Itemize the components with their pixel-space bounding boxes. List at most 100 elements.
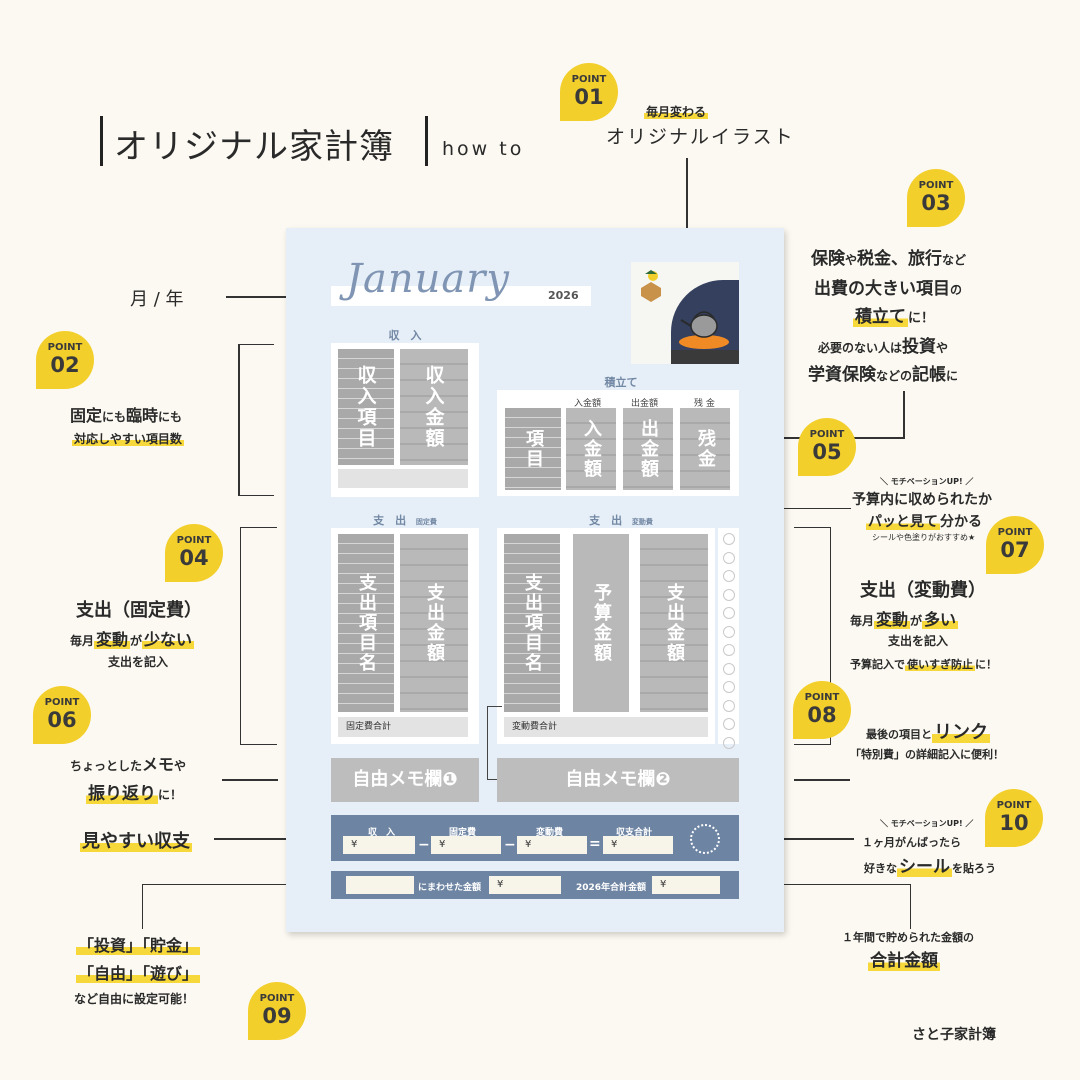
- pvar-line4: 予算記入で使いすぎ防止に！: [850, 658, 997, 671]
- check-circle[interactable]: [723, 736, 735, 749]
- var-amount-col: [640, 534, 708, 712]
- page-title: オリジナル家計簿: [114, 127, 394, 167]
- savings-item-label: 項目: [523, 429, 544, 469]
- p03-line-v: [903, 391, 905, 437]
- pvar-bracket: [794, 527, 831, 745]
- sum-fixed-label: 固定費: [449, 828, 477, 838]
- minus-1: −: [418, 837, 430, 853]
- minus-2: −: [504, 837, 516, 853]
- check-circle[interactable]: [723, 607, 735, 619]
- check-circle[interactable]: [723, 551, 735, 564]
- var-label: 支 出 変動費: [589, 514, 653, 527]
- var-amount-label: 支出金額: [664, 583, 685, 663]
- alloc-label: にまわせた金額: [418, 883, 482, 893]
- sum-total-field[interactable]: ¥: [603, 836, 673, 854]
- memo-1: 自由メモ欄❶: [331, 758, 479, 802]
- sum-var-field[interactable]: ¥: [517, 836, 587, 854]
- page-subtitle: how to: [442, 138, 525, 160]
- p04-line3: 支出を記入: [108, 655, 169, 669]
- memo-2: 自由メモ欄❷: [497, 758, 739, 802]
- monthly-illustration: [631, 262, 739, 364]
- check-circle[interactable]: [723, 662, 735, 675]
- check-circles: [723, 533, 735, 749]
- p09-line3: など自由に設定可能！: [74, 992, 195, 1006]
- fixed-item-label: 支出項目名: [356, 573, 377, 673]
- p09-line1: 「投資」「貯金」: [76, 936, 201, 955]
- sum-income-field[interactable]: ¥: [343, 836, 415, 854]
- income-item-col: [338, 349, 394, 465]
- savings-out-col: [623, 408, 673, 490]
- p04-title: 支出（固定費）: [76, 600, 202, 621]
- p03-line2: 出費の大きい項目の: [814, 279, 963, 299]
- equals: =: [589, 836, 601, 852]
- p08-line2: 「特別費」の詳細記入に便利！: [850, 748, 1004, 761]
- sum-var-label: 変動費: [536, 828, 564, 838]
- sum-fixed-field[interactable]: ¥: [431, 836, 501, 854]
- p10-small: ＼ モチベーションUP! ／: [880, 819, 974, 828]
- check-circle[interactable]: [723, 588, 735, 601]
- title-bar-left: [100, 116, 103, 166]
- var-item-col: [504, 534, 560, 712]
- alloc-amount-field[interactable]: ¥: [489, 876, 561, 894]
- p09-connector: [142, 884, 333, 929]
- savings-rem-label: 残金: [695, 429, 716, 469]
- fixed-label: 支 出 固定費: [373, 514, 437, 527]
- check-circle[interactable]: [723, 644, 735, 656]
- check-circle[interactable]: [723, 570, 735, 582]
- p01-small: 毎月変わる: [644, 105, 709, 119]
- year-label: 2026: [548, 289, 579, 302]
- var-budget-label: 予算金額: [591, 583, 612, 663]
- p03-line4: 必要のない人は投資や: [818, 337, 949, 357]
- p02-line1: 固定にも臨時にも: [70, 406, 183, 425]
- savings-in-label: 入金額: [581, 419, 602, 479]
- p03-line5: 学資保険などの記帳に: [808, 365, 959, 385]
- p02-bracket-v: [238, 344, 240, 496]
- month-line: [226, 296, 324, 298]
- brand: さと子家計簿: [912, 1027, 996, 1043]
- p08-line: [794, 779, 850, 781]
- sticker-circle[interactable]: [690, 824, 720, 854]
- month-name: January: [346, 256, 510, 302]
- month-year-label: 月 / 年: [130, 289, 184, 310]
- p07-small: ＼ モチベーションUP! ／: [880, 477, 974, 486]
- var-item-label: 支出項目名: [522, 573, 543, 673]
- pvar-line2: 毎月変動が多い: [850, 610, 959, 629]
- income-amount-col: [400, 349, 468, 465]
- total-connector: [722, 884, 911, 929]
- p03-line1: 保険や税金、旅行など: [811, 249, 967, 269]
- p08-line1: 最後の項目とリンク: [866, 722, 990, 743]
- savings-rem-header: 残 金: [694, 399, 715, 409]
- p01-line: [686, 158, 688, 248]
- fixed-amount-label: 支出金額: [424, 583, 445, 663]
- alloc-name-field[interactable]: [346, 876, 414, 894]
- p06-line: [222, 779, 278, 781]
- savings-item-col: [505, 408, 561, 490]
- savings-out-header: 出金額: [631, 399, 659, 409]
- p10-line1: １ヶ月がんばったら: [862, 836, 961, 849]
- year-total-field[interactable]: ¥: [652, 876, 720, 894]
- check-circle[interactable]: [723, 625, 735, 638]
- check-circle[interactable]: [723, 533, 735, 545]
- fixed-amount-col: [400, 534, 468, 712]
- fixed-item-col: [338, 534, 394, 712]
- income-total-cell: [338, 469, 468, 488]
- p04-line2: 毎月変動が少ない: [70, 630, 195, 649]
- income-item-label: 収入項目: [354, 365, 377, 449]
- check-circle[interactable]: [723, 681, 735, 693]
- p04-bracket: [240, 527, 277, 745]
- check-circle[interactable]: [723, 718, 735, 730]
- p06-line1: ちょっとしたメモや: [70, 755, 187, 774]
- savings-out-label: 出金額: [638, 419, 659, 479]
- title-bar-right: [425, 116, 428, 166]
- check-circle[interactable]: [723, 699, 735, 712]
- savings-rem-col: [680, 408, 730, 490]
- pvar-line3: 支出を記入: [888, 634, 949, 648]
- savings-in-col: [566, 408, 616, 490]
- p07-line1: 予算内に収められたか: [852, 492, 992, 508]
